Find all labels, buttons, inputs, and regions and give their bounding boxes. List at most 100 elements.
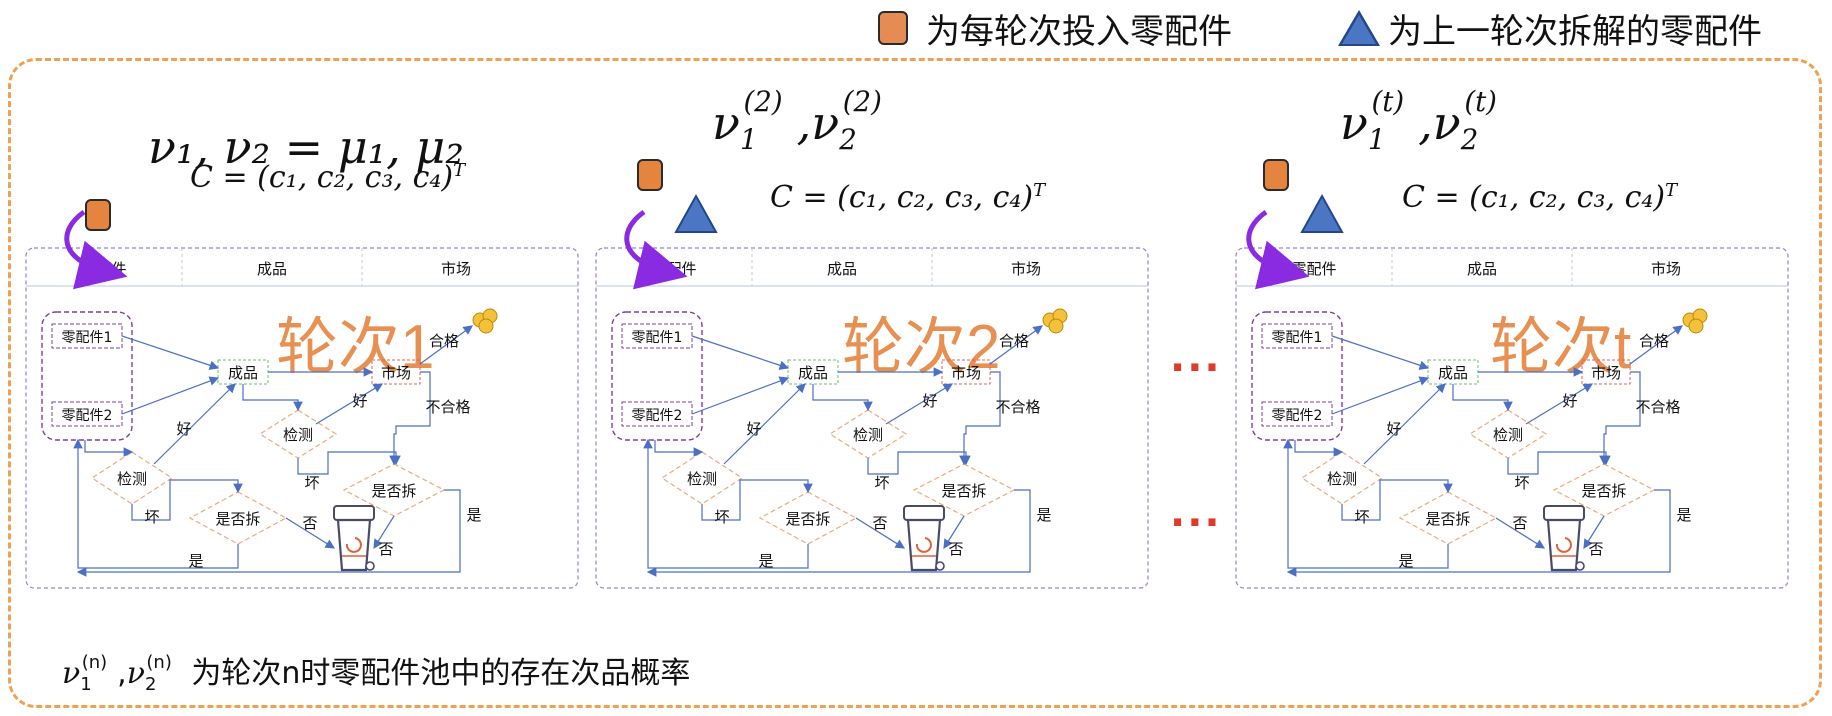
- lane-market: 市场: [441, 260, 471, 278]
- swimlane-frame: [1235, 247, 1789, 589]
- footnote-text: 为轮次n时零配件池中的存在次品概率: [191, 656, 691, 691]
- legend-square-label: 为每轮次投入零配件: [926, 11, 1232, 52]
- orange-square-icon: [1263, 159, 1289, 191]
- arrow-dismantle-no-left: [1495, 517, 1546, 549]
- arrow-part2-product: [121, 376, 220, 415]
- label-no: 否: [302, 514, 317, 532]
- label-yes: 是: [1036, 506, 1051, 524]
- trash-icon: [906, 518, 942, 572]
- label-pass: 合格: [429, 332, 459, 350]
- round-label: 轮次t: [1490, 313, 1632, 382]
- product-label: 成品: [1438, 364, 1468, 382]
- parts-pool: [611, 311, 703, 441]
- round-label: 轮次1: [276, 313, 435, 382]
- inspect-label: 检测: [117, 470, 147, 488]
- recycle-icon: [1555, 537, 1572, 553]
- arrow-part2-product: [691, 376, 790, 415]
- ellipsis-bottom: ···: [1170, 500, 1222, 546]
- part1-label: 零配件1: [62, 330, 113, 346]
- product-label: 成品: [228, 364, 258, 382]
- cost-formula: C = (c₁, c₂, c₃, c₄)T: [1402, 180, 1678, 215]
- part2-label: 零配件2: [62, 408, 113, 424]
- market-label: 市场: [1591, 364, 1621, 382]
- round-probabilities: ν1(2),ν2(2): [712, 84, 882, 157]
- arrow-dismantle-no-right: [943, 515, 965, 550]
- blue-triangle-icon: [1338, 10, 1380, 46]
- arrow-pool-inspect: [84, 440, 134, 457]
- arrow-product-inspect: [242, 384, 303, 412]
- arrow-dismantle-yes-right: [76, 489, 461, 577]
- dismantle-label: 是否拆: [1581, 482, 1626, 500]
- arrow-market-fail: [959, 371, 1001, 466]
- arrow-pool-inspect: [654, 440, 704, 457]
- cost-formula: C = (c₁, c₂, c₃, c₄)T: [190, 160, 466, 195]
- arrow-pool-inspect: [1294, 440, 1344, 457]
- orange-square-icon: [878, 11, 908, 45]
- label-no: 否: [872, 514, 887, 532]
- swimlane-frame: [25, 247, 579, 589]
- recycle-icon: [345, 537, 362, 553]
- arrow-bad-dismantle: [701, 479, 813, 521]
- arrow-market-pass: [419, 325, 473, 365]
- label-good: 好: [176, 420, 191, 438]
- label-bad: 坏: [874, 474, 889, 492]
- trash-icon: [1546, 518, 1582, 572]
- swimlane-frame: [595, 247, 1149, 589]
- arrow-market-fail: [389, 371, 431, 466]
- arrow-market-pass: [989, 325, 1043, 365]
- label-good: 好: [1386, 420, 1401, 438]
- arrow-product-bad-dismantle: [1507, 451, 1611, 475]
- lane-product: 成品: [257, 260, 287, 278]
- label-no: 否: [378, 540, 393, 558]
- dismantle-label: 是否拆: [785, 510, 830, 528]
- trash-icon: [903, 505, 945, 521]
- footnote: ν1(n),ν2(n) 为轮次n时零配件池中的存在次品概率: [62, 652, 691, 695]
- legend-triangle: 为上一轮次拆解的零配件: [1338, 8, 1762, 52]
- arrow-product-bad-dismantle: [867, 451, 971, 475]
- label-fail: 不合格: [995, 398, 1040, 416]
- arrow-dismantle-yes-left: [1283, 438, 1449, 569]
- inspect-label: 检测: [853, 426, 883, 444]
- arrow-product-inspect: [1452, 384, 1513, 412]
- purple-input-arrow: [64, 209, 128, 290]
- label-bad: 坏: [304, 474, 319, 492]
- flow-diagram: 零配件成品市场零配件1零配件2成品市场合格检测好检测好是否拆坏是否拆坏不合格否否…: [25, 199, 579, 589]
- arrow-dismantle-no-right: [373, 515, 395, 550]
- coin-icon: [1688, 318, 1704, 334]
- part2-label: 零配件2: [632, 408, 683, 424]
- part1-label: 零配件1: [1272, 330, 1323, 346]
- purple-input-arrow: [1246, 209, 1310, 290]
- arrow-parts-inspect-good: [153, 383, 236, 465]
- round-probabilities: ν1(t),ν2(t): [1340, 84, 1497, 157]
- legend-square: 为每轮次投入零配件: [878, 8, 1232, 52]
- label-good: 好: [746, 420, 761, 438]
- round-label: 轮次2: [842, 313, 1001, 382]
- outer-frame: [8, 58, 1822, 708]
- blue-triangle-icon: [674, 193, 718, 233]
- arrow-inspect-good-market: [885, 383, 954, 425]
- label-no: 否: [1512, 514, 1527, 532]
- arrow-dismantle-no-left: [285, 517, 336, 549]
- arrow-bad-dismantle: [1341, 479, 1453, 521]
- arrow-market-fail: [1599, 371, 1641, 466]
- trash-wheel: [1575, 561, 1585, 571]
- label-yes: 是: [758, 552, 773, 570]
- label-good: 好: [1562, 392, 1577, 410]
- parts-pool: [1251, 311, 1343, 441]
- flow-diagram: 零配件成品市场零配件1零配件2成品市场合格检测好检测好是否拆坏是否拆坏不合格否否…: [1235, 159, 1789, 589]
- arrow-inspect-good-market: [1525, 383, 1594, 425]
- label-bad: 坏: [1354, 508, 1369, 526]
- arrow-parts-inspect-good: [1363, 383, 1446, 465]
- label-yes: 是: [1398, 552, 1413, 570]
- lane-parts: 零配件: [1291, 260, 1336, 278]
- cost-formula: C = (c₁, c₂, c₃, c₄)T: [770, 180, 1046, 215]
- ellipsis-top: ···: [1170, 345, 1222, 391]
- lane-product: 成品: [1467, 260, 1497, 278]
- label-fail: 不合格: [425, 398, 470, 416]
- recycle-icon: [915, 537, 932, 553]
- arrow-dismantle-yes-right: [1286, 489, 1671, 577]
- trash-wheel: [365, 561, 375, 571]
- market-label: 市场: [951, 364, 981, 382]
